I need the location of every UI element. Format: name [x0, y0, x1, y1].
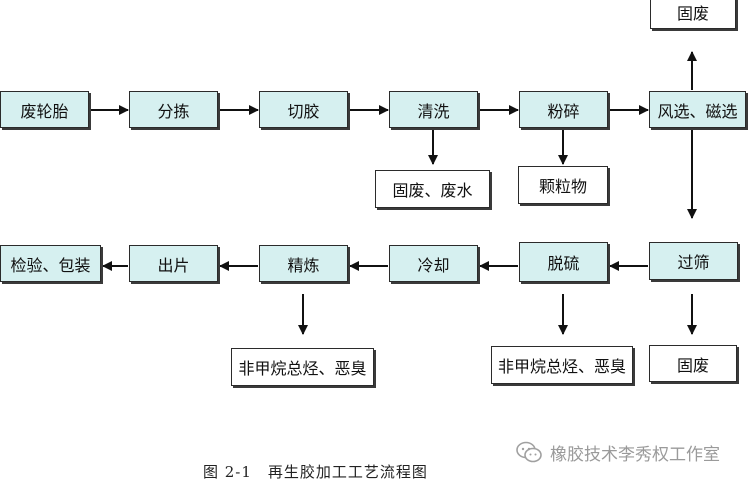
wechat-icon	[516, 441, 542, 463]
output-particles: 颗粒物	[518, 166, 608, 204]
node-desulfurization: 脱硫	[519, 242, 608, 282]
watermark: 橡胶技术李秀权工作室	[516, 440, 720, 465]
node-cooling: 冷却	[389, 245, 478, 282]
node-sheeting: 出片	[129, 245, 218, 282]
output-refining: 非甲烷总烃、恶臭	[231, 348, 374, 386]
output-solid-waste-bottom: 固废	[649, 345, 737, 382]
node-crushing: 粉碎	[519, 91, 608, 128]
node-inspect-pack: 检验、包装	[0, 245, 101, 282]
output-desulfurization: 非甲烷总烃、恶臭	[491, 346, 633, 384]
node-washing: 清洗	[389, 91, 478, 128]
output-solid-waste-top: 固废	[650, 0, 736, 29]
node-sorting: 分拣	[129, 91, 218, 128]
output-washing: 固废、废水	[375, 170, 490, 208]
node-refining: 精炼	[259, 245, 348, 282]
figure-caption: 图 2-1 再生胶加工工艺流程图	[203, 463, 428, 481]
watermark-text: 橡胶技术李秀权工作室	[550, 444, 720, 465]
node-cutting: 切胶	[259, 91, 348, 128]
node-air-magnetic-separation: 风选、磁选	[649, 91, 746, 128]
node-waste-tire: 废轮胎	[0, 91, 89, 128]
node-screening: 过筛	[649, 242, 738, 280]
